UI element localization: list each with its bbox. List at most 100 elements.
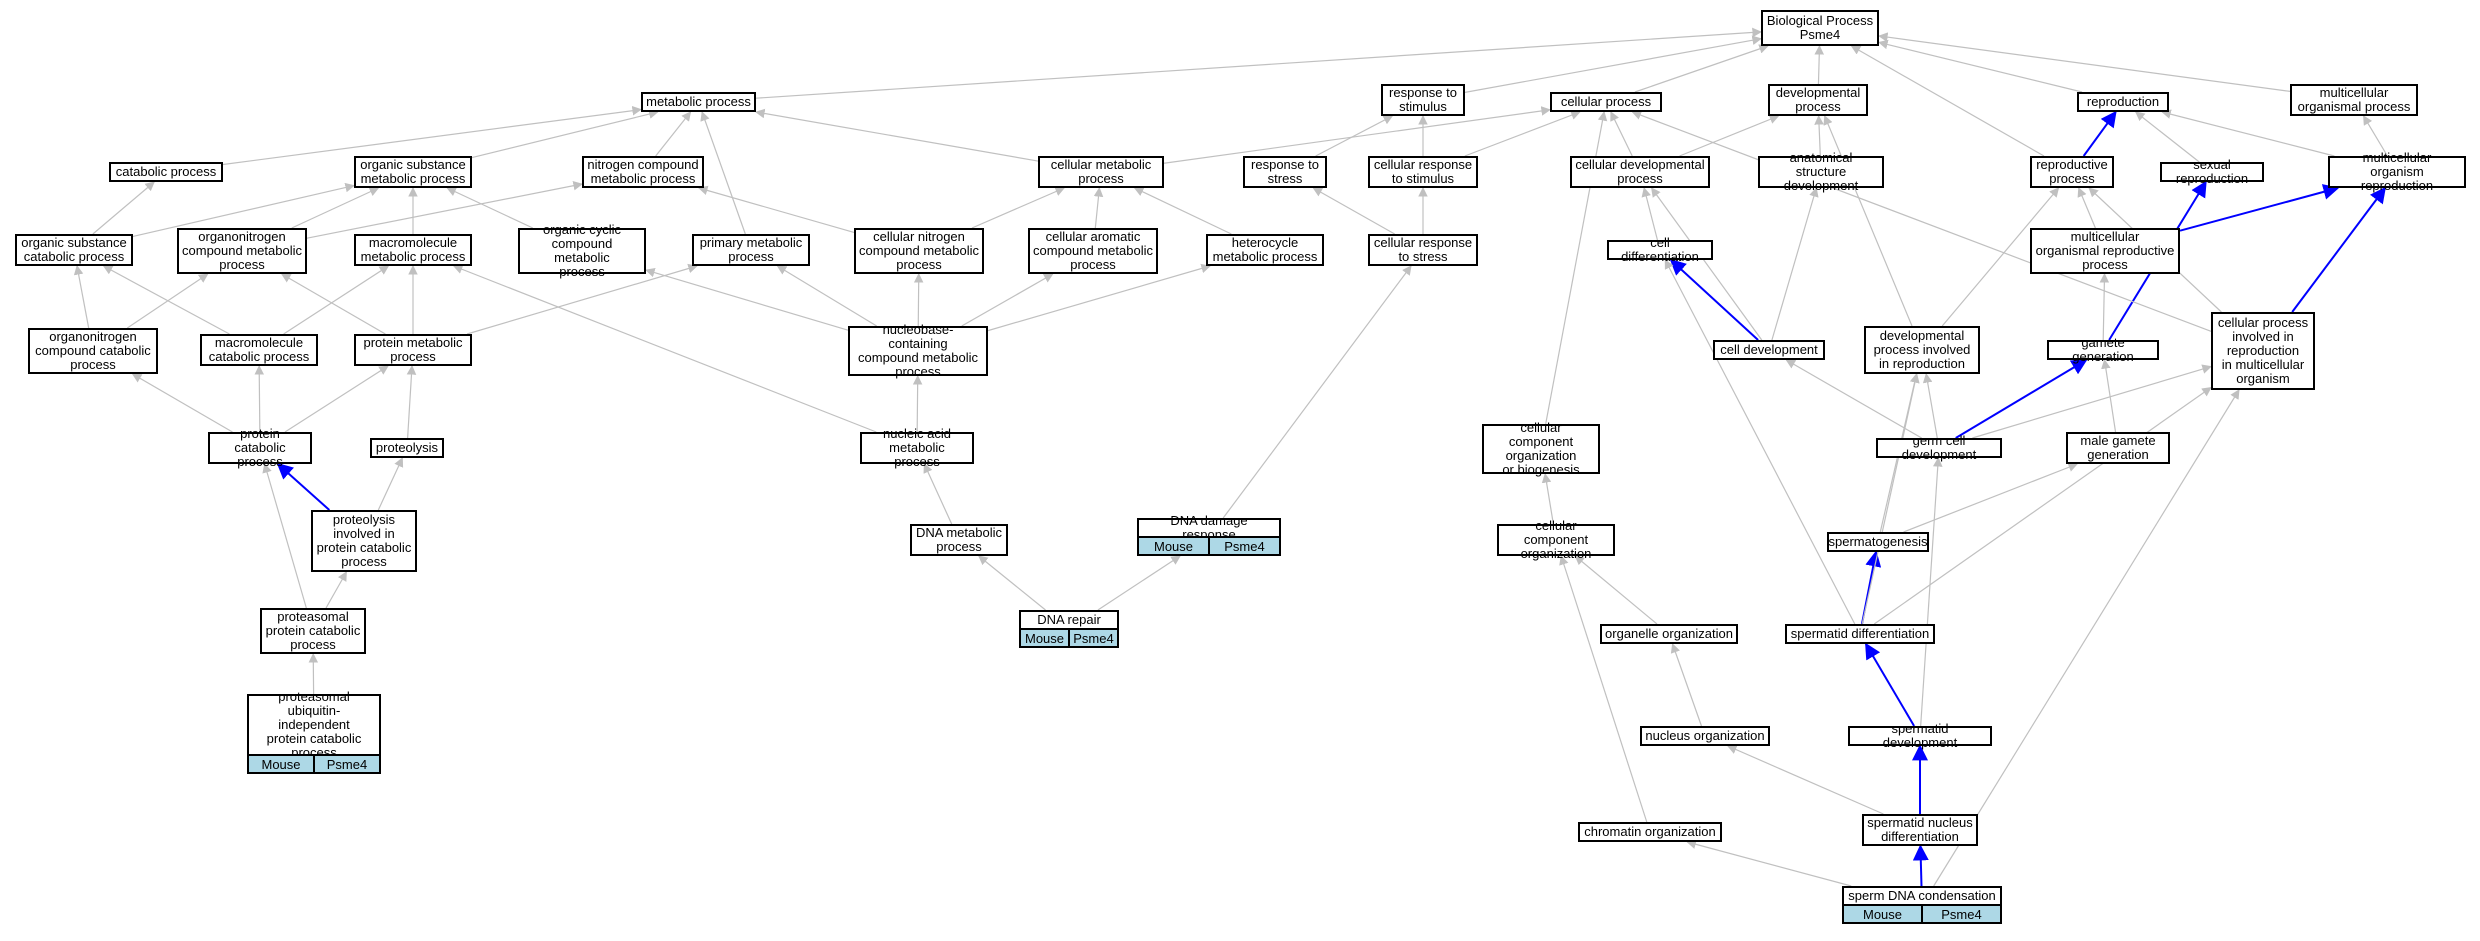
- edge-cncmp-to-cmp: [971, 187, 1066, 229]
- go-term-dp[interactable]: developmental process: [1768, 84, 1868, 116]
- go-term-sdev[interactable]: spermatid development: [1848, 722, 1992, 750]
- edge-sdiff-to-cpir: [1873, 386, 2212, 625]
- go-term-maccp[interactable]: macromolecule catabolic process: [200, 334, 318, 366]
- go-term-cdp[interactable]: cellular developmental process: [1570, 156, 1710, 188]
- go-term-proteolysis[interactable]: proteolysis: [370, 438, 444, 458]
- go-term-cco[interactable]: cellular component organization: [1497, 519, 1615, 561]
- go-term-protmp[interactable]: protein metabolic process: [354, 334, 472, 366]
- go-term-crstress[interactable]: cellular response to stress: [1368, 234, 1478, 266]
- edge-protmp-to-onmp: [280, 273, 386, 335]
- edge-cd-to-cdp: [1641, 187, 1659, 241]
- edge-dnarep-to-ddr: [1097, 555, 1181, 611]
- go-term-nbcmp[interactable]: nucleobase-containing compound metabolic…: [848, 323, 988, 379]
- edge-crstress-to-rtstress: [1312, 187, 1395, 235]
- edge-oo-to-cco: [1574, 555, 1658, 625]
- edge-sdc-to-cpir: [1933, 389, 2240, 887]
- go-term-oncp[interactable]: organonitrogen compound catabolic proces…: [28, 328, 158, 374]
- go-term-dnarep[interactable]: DNA repair: [1019, 610, 1119, 630]
- go-term-cacmp[interactable]: cellular aromatic compound metabolic pro…: [1028, 228, 1158, 274]
- gene-cell: Psme4: [1923, 904, 2002, 924]
- go-term-pipcp[interactable]: proteolysis involved in protein cataboli…: [311, 510, 417, 572]
- go-term-no[interactable]: nucleus organization: [1640, 726, 1770, 746]
- edge-maccp-to-oscp: [102, 265, 230, 335]
- go-term-ddr[interactable]: DNA damage response: [1137, 514, 1281, 542]
- go-term-namp[interactable]: nucleic acid metabolic process: [860, 427, 974, 469]
- go-term-cpir[interactable]: cellular process involved in reproductio…: [2211, 312, 2315, 390]
- edge-gg-to-morp: [2099, 273, 2110, 341]
- go-term-mop[interactable]: multicellular organismal process: [2290, 84, 2418, 116]
- edge-maccp-to-macmp: [283, 265, 390, 335]
- edge-pipcp-to-proteolysis: [377, 457, 404, 511]
- go-term-rep[interactable]: reproduction: [2077, 92, 2169, 112]
- edge-namp-to-macmp: [452, 264, 877, 433]
- edge-nbcmp-to-hmp: [987, 263, 1211, 332]
- edge-protcp-to-oncp: [131, 373, 233, 433]
- edge-mor-to-mop: [2363, 115, 2388, 157]
- go-term-gcd[interactable]: germ cell development: [1876, 434, 2002, 462]
- edge-sdc-to-co: [1686, 839, 1852, 887]
- edge-gcd-to-dpir: [1922, 373, 1938, 439]
- go-term-mor[interactable]: multicellular organism reproduction: [2328, 151, 2466, 193]
- go-term-rp[interactable]: reproductive process: [2030, 156, 2114, 188]
- go-term-sdc[interactable]: sperm DNA condensation: [1842, 886, 2002, 906]
- go-term-ccob[interactable]: cellular component organization or bioge…: [1482, 421, 1600, 477]
- go-term-mgg[interactable]: male gamete generation: [2066, 432, 2170, 464]
- go-term-pmp[interactable]: primary metabolic process: [692, 234, 810, 266]
- go-term-gg[interactable]: gamete generation: [2047, 336, 2159, 364]
- species-cell: Mouse: [1019, 628, 1070, 648]
- go-term-co[interactable]: chromatin organization: [1578, 822, 1722, 842]
- edge-cpir-to-mor: [2291, 186, 2386, 313]
- edge-celldev-to-cd: [1669, 258, 1759, 341]
- edge-pmp-to-mp: [700, 111, 746, 235]
- edge-hmp-to-cmp: [1133, 187, 1232, 235]
- edge-nbcmp-to-cacmp: [961, 273, 1054, 327]
- go-term-dpir[interactable]: developmental process involved in reprod…: [1864, 326, 1980, 374]
- edge-crs-to-cp: [1464, 110, 1581, 157]
- edge-sdev-to-gcd: [1920, 457, 1943, 727]
- go-term-celldev[interactable]: cell development: [1713, 340, 1825, 360]
- go-term-macmp[interactable]: macromolecule metabolic process: [354, 234, 472, 266]
- go-term-oo[interactable]: organelle organization: [1600, 624, 1738, 644]
- go-term-crs[interactable]: cellular response to stimulus: [1368, 156, 1478, 188]
- go-term-sdiff[interactable]: spermatid differentiation: [1785, 624, 1935, 644]
- go-term-sg[interactable]: spermatogenesis: [1827, 532, 1929, 552]
- go-term-sr[interactable]: sexual reproduction: [2160, 158, 2264, 186]
- edge-snd-to-no: [1726, 745, 1884, 815]
- edge-ocmp-to-osmp: [446, 187, 534, 229]
- go-term-cmp[interactable]: cellular metabolic process: [1038, 156, 1164, 188]
- go-term-osmp[interactable]: organic substance metabolic process: [354, 156, 472, 188]
- go-term-cncmp[interactable]: cellular nitrogen compound metabolic pro…: [854, 228, 984, 274]
- go-term-cd[interactable]: cell differentiation: [1607, 236, 1713, 264]
- edge-sr-to-rep: [2134, 111, 2200, 163]
- go-term-dnamp[interactable]: DNA metabolic process: [910, 524, 1008, 556]
- edge-cco-to-ccob: [1541, 473, 1554, 525]
- go-term-oscp[interactable]: organic substance catabolic process: [15, 234, 133, 266]
- go-term-ncmp[interactable]: nitrogen compound metabolic process: [582, 156, 704, 188]
- go-term-puipcp[interactable]: proteasomal ubiquitin-independent protei…: [247, 690, 381, 760]
- edge-cp-to-bp: [1634, 44, 1769, 93]
- go-term-ppcp[interactable]: proteasomal protein catabolic process: [260, 608, 366, 654]
- go-term-ocmp[interactable]: organic cyclic compound metabolic proces…: [518, 223, 646, 279]
- go-term-cp[interactable]: cellular process: [1550, 92, 1662, 112]
- edge-dp-to-bp: [1814, 45, 1825, 85]
- edge-onmp-to-ncmp: [306, 180, 583, 239]
- edge-sdev-to-sdiff: [1865, 642, 1915, 727]
- edge-oncp-to-oscp: [73, 265, 90, 329]
- edge-celldev-to-asd: [1771, 187, 1819, 341]
- go-term-mp[interactable]: metabolic process: [641, 92, 756, 112]
- edge-ppcp-to-protcp: [262, 463, 307, 609]
- go-term-hmp[interactable]: heterocycle metabolic process: [1206, 234, 1324, 266]
- go-term-morp[interactable]: multicellular organismal reproductive pr…: [2030, 228, 2180, 274]
- go-term-rts[interactable]: response to stimulus: [1381, 84, 1465, 116]
- go-term-onmp[interactable]: organonitrogen compound metabolic proces…: [177, 228, 307, 274]
- edge-osmp-to-mp: [471, 109, 659, 159]
- go-term-snd[interactable]: spermatid nucleus differentiation: [1862, 814, 1978, 846]
- go-term-catp[interactable]: catabolic process: [109, 162, 223, 182]
- go-term-protcp[interactable]: protein catabolic process: [208, 427, 312, 469]
- go-term-rtstress[interactable]: response to stress: [1243, 156, 1327, 188]
- go-term-bp[interactable]: Biological Process Psme4: [1761, 10, 1879, 46]
- go-term-asd[interactable]: anatomical structure development: [1758, 151, 1884, 193]
